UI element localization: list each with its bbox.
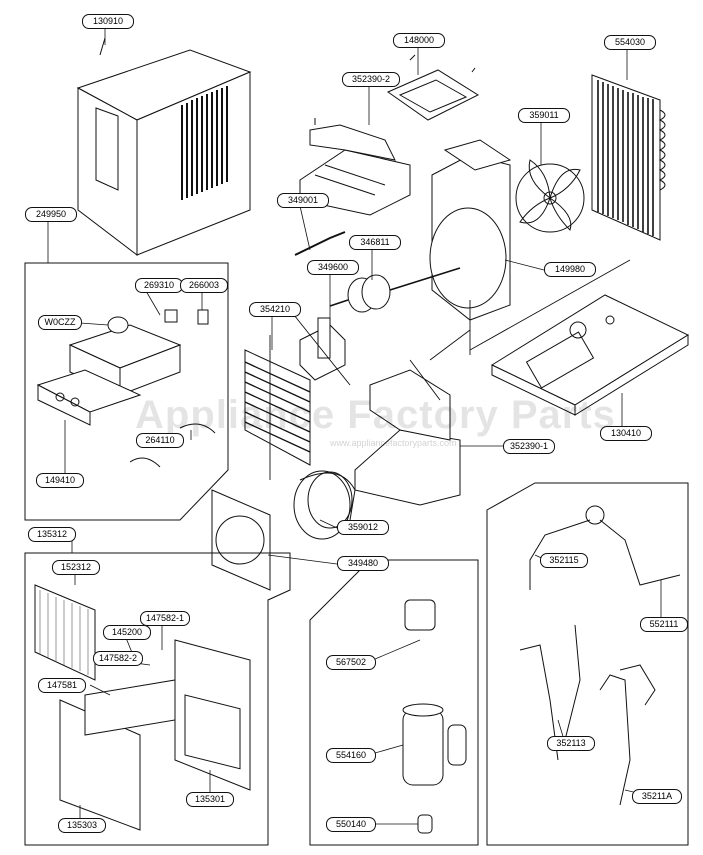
part-label[interactable]: 35211A	[632, 789, 682, 804]
tubes-group-outline	[486, 482, 689, 846]
base-pan-drawing	[490, 294, 690, 416]
part-label[interactable]: 152312	[52, 560, 100, 575]
top-bracket-drawing	[386, 54, 480, 121]
part-label[interactable]: 554160	[326, 748, 376, 763]
motor-bracket-drawing	[299, 317, 346, 381]
part-label[interactable]: 352115	[540, 553, 588, 568]
part-label[interactable]: 349600	[307, 260, 359, 275]
part-label[interactable]: 135312	[28, 527, 76, 542]
compressor-group-outline	[309, 559, 479, 846]
fan-blower-drawing	[293, 470, 356, 540]
fan-propeller-drawing	[515, 159, 585, 233]
watermark-url: www.appliancefactoryparts.com	[330, 438, 457, 448]
part-label[interactable]: 249950	[25, 207, 77, 222]
air-guide-lower-drawing	[354, 369, 461, 506]
part-label[interactable]: 147582-1	[140, 611, 190, 626]
tubes-drawing	[519, 505, 681, 806]
shroud-drawing	[429, 139, 512, 321]
part-label[interactable]: 352390-1	[503, 439, 555, 454]
cabinet-drawing	[76, 37, 252, 257]
control-box-group-outline	[24, 262, 229, 521]
watermark: Appliance Factory Parts	[135, 393, 616, 437]
part-label[interactable]: 130910	[82, 14, 134, 29]
part-label[interactable]: 550140	[326, 817, 376, 832]
part-label[interactable]: 135303	[58, 818, 106, 833]
part-label[interactable]: 352113	[547, 736, 595, 751]
part-label[interactable]: 147582-2	[93, 651, 143, 666]
evaporator-drawing	[244, 349, 311, 466]
part-label[interactable]: 352390-2	[342, 72, 400, 87]
part-label[interactable]: 359011	[518, 108, 570, 123]
part-label[interactable]: 135301	[186, 792, 234, 807]
part-label[interactable]: 346811	[349, 235, 401, 250]
part-label[interactable]: 567502	[326, 655, 376, 670]
rod-drawing	[294, 231, 346, 256]
part-label[interactable]: 554030	[604, 35, 656, 50]
part-label[interactable]: 354210	[249, 302, 301, 317]
orifice-drawing	[211, 489, 271, 591]
part-label[interactable]: 147581	[38, 678, 86, 693]
control-box-drawing	[36, 309, 216, 468]
part-label[interactable]: 266003	[180, 278, 228, 293]
part-label[interactable]: 130410	[600, 426, 652, 441]
part-label[interactable]: 145200	[103, 625, 151, 640]
part-label[interactable]: 552111	[640, 617, 688, 632]
compressor-drawing	[402, 599, 467, 834]
part-label[interactable]: 349480	[337, 556, 389, 571]
front-grille-drawing	[34, 584, 251, 831]
motor-drawing	[329, 267, 461, 313]
part-label[interactable]: 349001	[277, 193, 329, 208]
part-label[interactable]: 149980	[544, 262, 596, 277]
part-label[interactable]: 148000	[393, 33, 445, 48]
part-label[interactable]: W0CZZ	[38, 315, 82, 330]
condenser-drawing	[591, 74, 666, 241]
part-label[interactable]: 269310	[135, 278, 183, 293]
part-label[interactable]: 149410	[36, 473, 84, 488]
front-grille-group-outline	[24, 552, 291, 846]
part-label[interactable]: 264110	[136, 433, 184, 448]
part-label[interactable]: 359012	[337, 520, 389, 535]
